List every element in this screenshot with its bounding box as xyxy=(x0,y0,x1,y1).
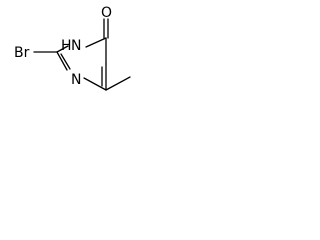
atom-n3-hydrogen: H xyxy=(61,38,72,54)
bond-c4-n3 xyxy=(85,37,107,48)
bond-c2-n1-second xyxy=(60,53,71,70)
bond-n3-c2 xyxy=(56,45,69,53)
atom-n3: N xyxy=(71,38,81,54)
atom-labels: O H N N Br xyxy=(14,5,112,88)
atom-bromine: Br xyxy=(14,45,30,61)
structural-formula: O H N N Br xyxy=(14,5,131,91)
bond-n1-c6 xyxy=(83,77,107,91)
atom-oxygen: O xyxy=(101,5,112,21)
bonds xyxy=(33,18,131,91)
atom-n1: N xyxy=(71,72,81,88)
bond-c6-methyl xyxy=(105,76,131,91)
bond-c2-n1 xyxy=(56,51,68,71)
